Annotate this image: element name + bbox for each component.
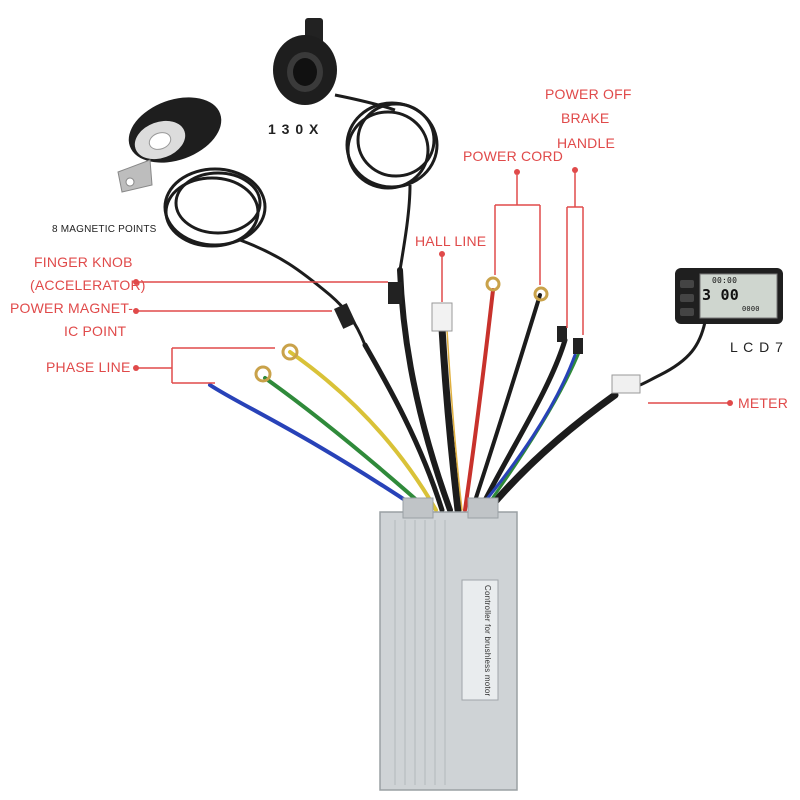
lcd-speed: 3 00 bbox=[702, 286, 739, 304]
lcd7-display bbox=[675, 268, 783, 324]
lcd-odo: 0000 bbox=[742, 305, 760, 313]
controller-sticker-title: Controller for brushless motor bbox=[483, 585, 492, 697]
pas-cable-coil bbox=[163, 167, 367, 346]
label-throttle-model: 1 3 0 X bbox=[268, 121, 320, 137]
label-accelerator: (ACCELERATOR) bbox=[30, 277, 146, 293]
wire-pas-bundle bbox=[362, 342, 445, 513]
label-power-magnet-2: IC POINT bbox=[64, 323, 127, 339]
label-finger-knob: FINGER KNOB bbox=[34, 254, 133, 270]
controller-box bbox=[379, 497, 518, 791]
wire-yellow-phase bbox=[288, 350, 438, 512]
label-hall-line: HALL LINE bbox=[415, 233, 487, 249]
wire-black-power bbox=[470, 293, 542, 512]
wire-meter bbox=[484, 391, 619, 514]
throttle bbox=[273, 18, 337, 105]
label-power-magnet-1: POWER MAGNET- bbox=[10, 300, 134, 316]
label-power-cord: POWER CORD bbox=[463, 148, 563, 164]
pas-sensor bbox=[117, 97, 222, 193]
label-meter: METER bbox=[738, 395, 788, 411]
leader-lines bbox=[138, 172, 728, 404]
label-brake: BRAKE bbox=[561, 110, 610, 126]
lcd-time: 00:00 bbox=[712, 276, 738, 285]
label-magnetic-points: 8 MAGNETIC POINTS bbox=[52, 224, 157, 235]
wire-red-power bbox=[463, 288, 495, 512]
leader-dots bbox=[133, 167, 733, 406]
throttle-cable-coil bbox=[334, 93, 439, 271]
lcd-cable bbox=[639, 321, 707, 387]
wire-blue-phase bbox=[208, 383, 422, 512]
label-power-off: POWER OFF bbox=[545, 86, 632, 102]
wire-brake bbox=[477, 337, 568, 513]
label-phase-line: PHASE LINE bbox=[46, 359, 131, 375]
label-display-model: L C D 7 bbox=[730, 339, 784, 355]
wire-hall-bundle bbox=[438, 324, 462, 514]
label-handle: HANDLE bbox=[557, 135, 615, 151]
connectors bbox=[254, 276, 641, 394]
wire-green-phase bbox=[263, 376, 430, 512]
